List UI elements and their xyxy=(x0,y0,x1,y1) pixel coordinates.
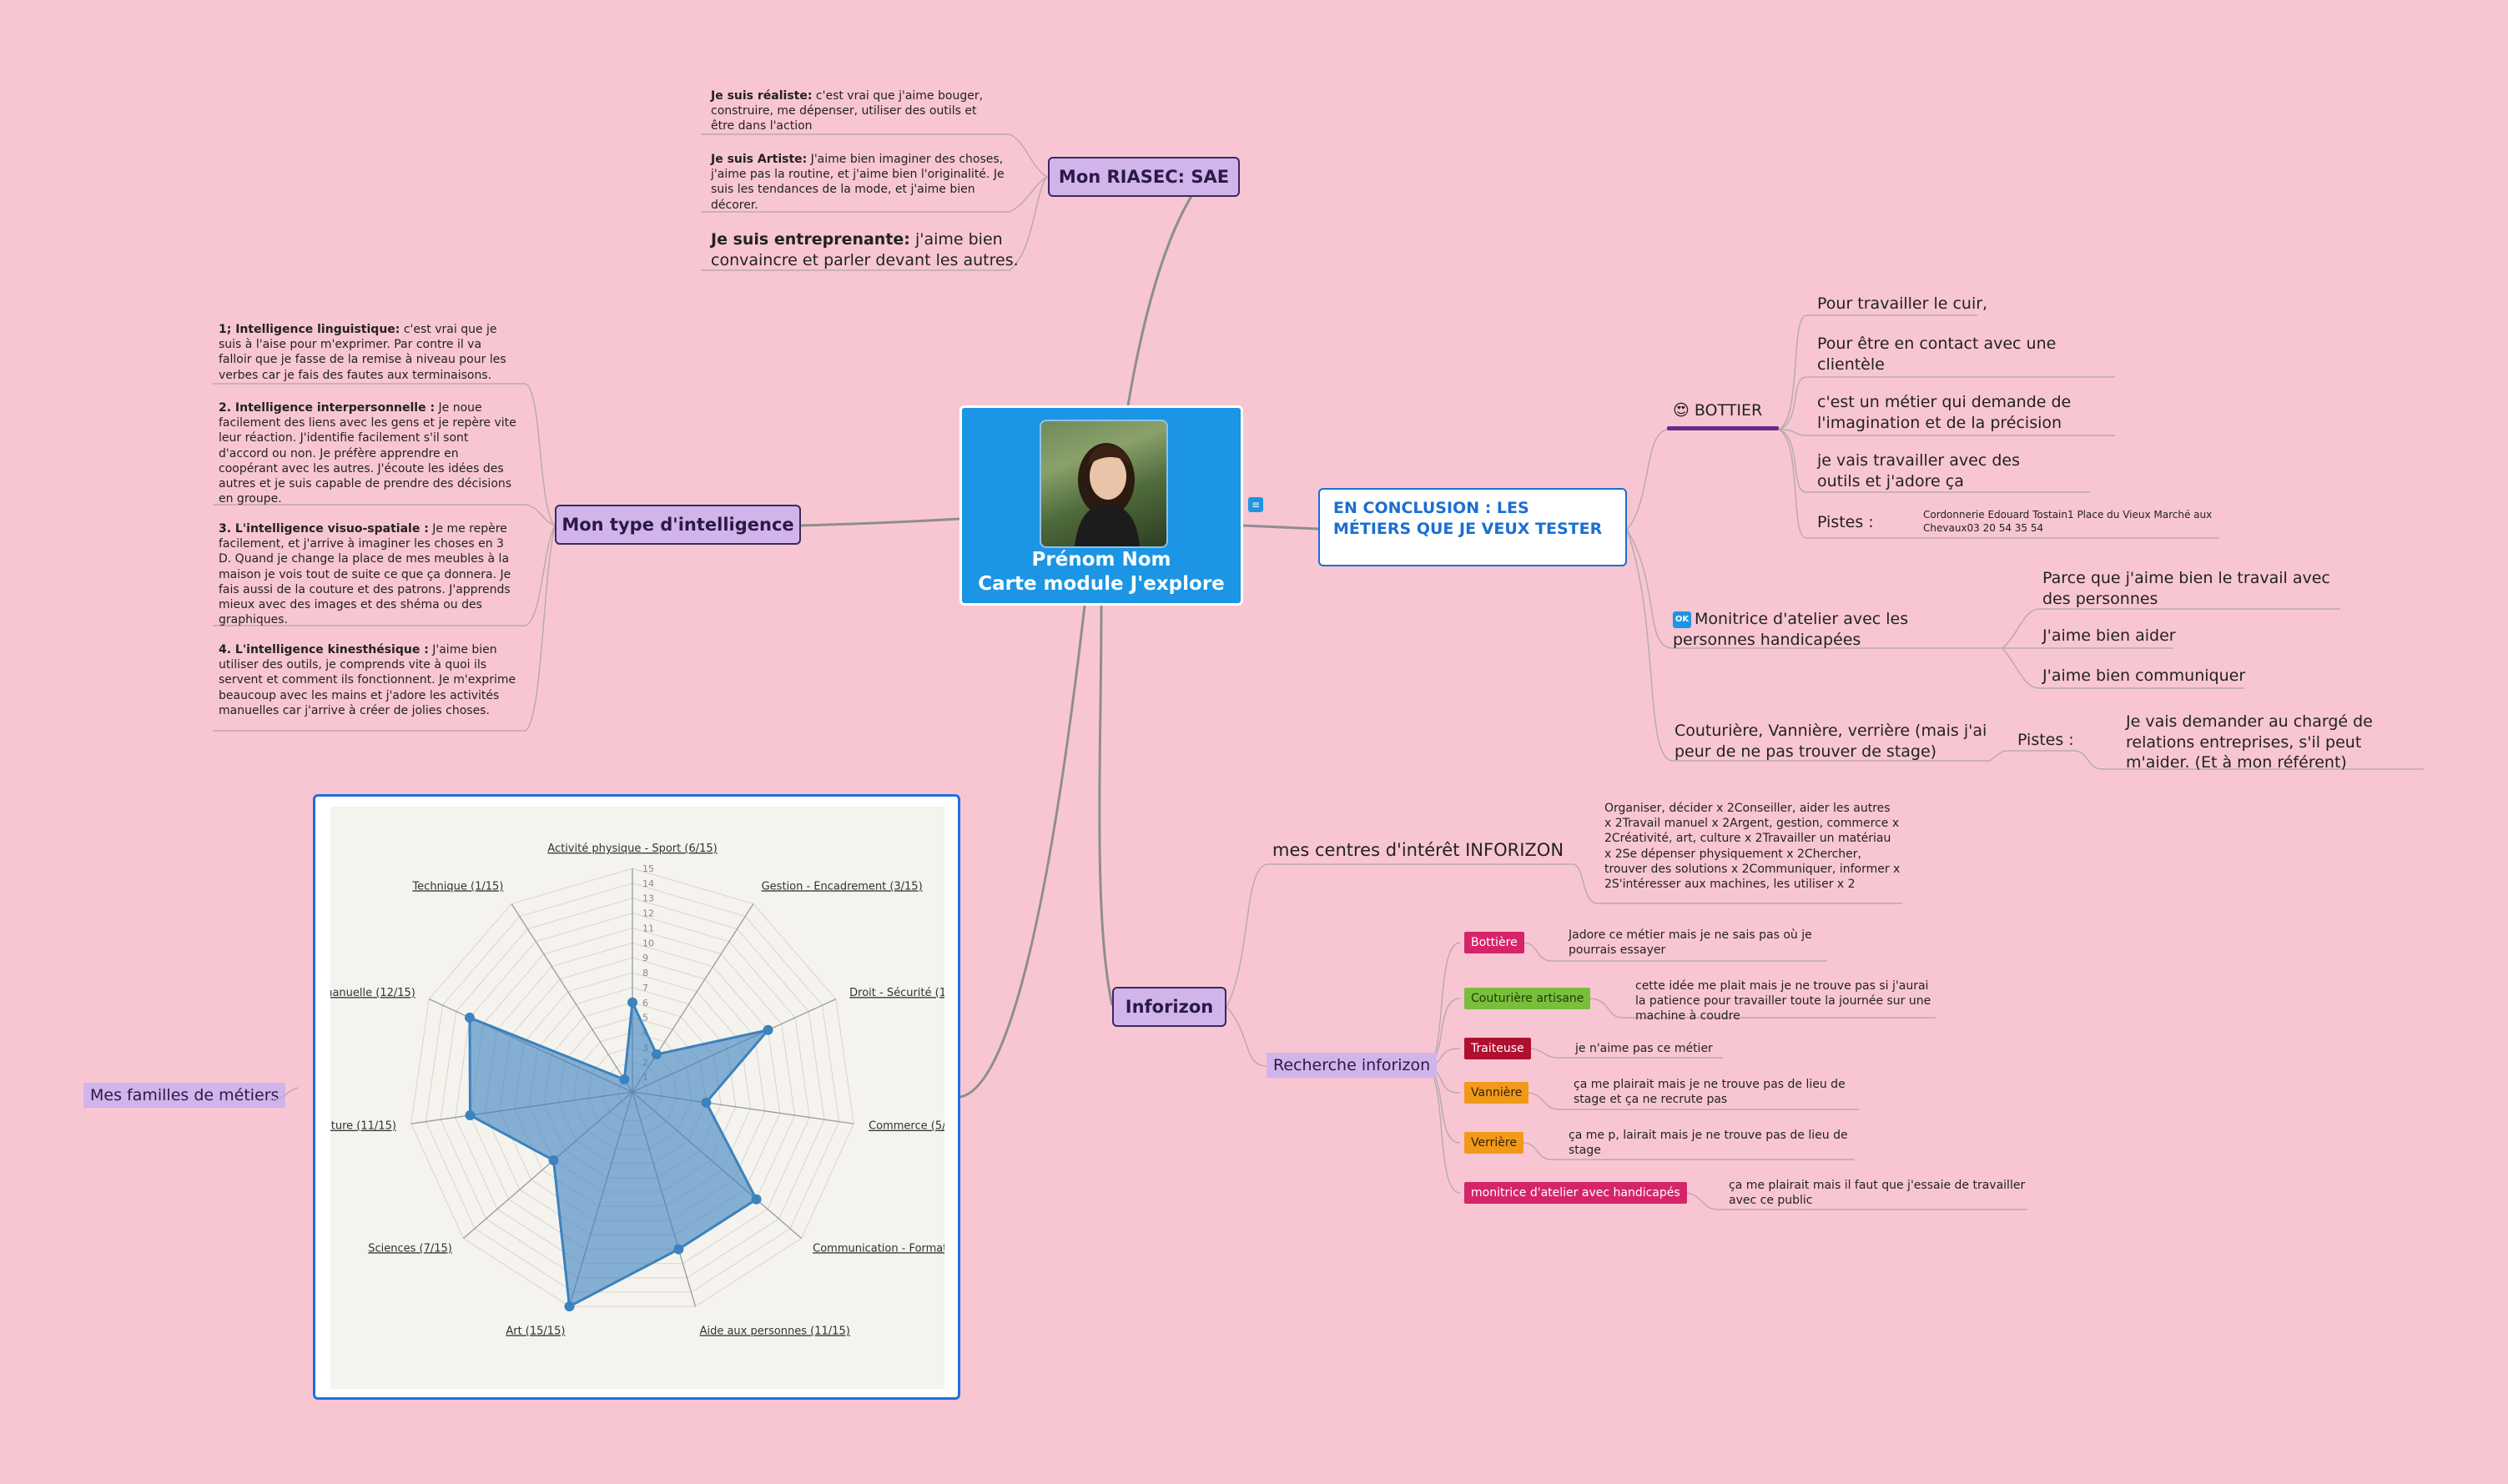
comment-monitrice-atelier: ça me plairait mais il faut que j'essaie… xyxy=(1729,1178,2029,1208)
link-central-familles xyxy=(960,606,1085,1097)
category-label: Communication - Formation (11/15) xyxy=(813,1242,944,1255)
intelligence-item-linguistique: 1; Intelligence linguistique: c'est vrai… xyxy=(219,322,517,383)
category-label: Art (15/15) xyxy=(506,1325,565,1337)
data-point xyxy=(673,1245,683,1255)
bottier-node[interactable]: 😍 BOTTIER xyxy=(1673,400,1762,421)
chart-background: 123456789101112131415Activité physique -… xyxy=(330,807,944,1389)
radial-tick-label: 5 xyxy=(642,1013,648,1024)
radial-tick-label: 11 xyxy=(642,923,654,933)
category-label: Gestion - Encadrement (3/15) xyxy=(762,880,923,893)
heart-eyes-icon: 😍 xyxy=(1673,401,1690,420)
recherche-inforizon-node[interactable]: Recherche inforizon xyxy=(1267,1053,1437,1078)
intelligence-item-visuo-spatiale: 3. L'intelligence visuo-spatiale : Je me… xyxy=(219,521,517,627)
radial-tick-label: 12 xyxy=(642,908,654,919)
link-central-conclusion xyxy=(1243,526,1318,529)
intelligence-item-kinesthesique: 4. L'intelligence kinesthésique : J'aime… xyxy=(219,642,517,718)
series-area xyxy=(470,1003,768,1306)
category-label: Activité physique - Sport (6/15) xyxy=(547,843,717,855)
radial-tick-label: 14 xyxy=(642,878,654,889)
riasec-item-realiste: Je suis réaliste: c'est vrai que j'aime … xyxy=(711,88,999,134)
radial-tick-label: 15 xyxy=(642,863,654,874)
couturiere-node[interactable]: Couturière, Vannière, verrière (mais j'a… xyxy=(1675,721,1987,762)
tag-couturiere-artisane[interactable]: Couturière artisane xyxy=(1464,988,1590,1009)
link-central-inforizon xyxy=(1100,606,1112,1005)
couturiere-pistes-text: Je vais demander au chargé de relations … xyxy=(2126,712,2426,773)
familles-connector xyxy=(273,1081,298,1114)
centres-interet-text: Organiser, décider x 2Conseiller, aider … xyxy=(1604,801,1901,892)
comment-vanniere: ça me plairait mais je ne trouve pas de … xyxy=(1574,1077,1861,1107)
bottier-reason-3: c'est un métier qui demande de l'imagina… xyxy=(1817,392,2084,433)
intelligence-item-interpersonnelle: 2. Intelligence interpersonnelle : Je no… xyxy=(219,400,517,506)
central-node[interactable]: Prénom Nom Carte module J'explore xyxy=(959,405,1243,606)
monitrice-reason-1: Parce que j'aime bien le travail avec de… xyxy=(2042,568,2343,609)
tag-vanniere[interactable]: Vannière xyxy=(1464,1082,1528,1104)
note-icon[interactable]: ≡ xyxy=(1248,497,1263,512)
conclusion-node[interactable]: EN CONCLUSION : LES MÉTIERS QUE JE VEUX … xyxy=(1318,488,1627,566)
bottier-pistes-text: Cordonnerie Edouard Tostain1 Place du Vi… xyxy=(1923,509,2240,535)
chart-frame[interactable]: 123456789101112131415Activité physique -… xyxy=(313,794,960,1400)
mes-familles-node[interactable]: Mes familles de métiers xyxy=(83,1083,285,1108)
monitrice-reason-3: J'aime bien communiquer xyxy=(2042,666,2245,687)
radial-tick-label: 13 xyxy=(642,893,654,904)
data-point xyxy=(619,1074,629,1084)
category-label: Commerce (5/15) xyxy=(869,1120,944,1133)
tag-traiteuse[interactable]: Traiteuse xyxy=(1464,1038,1531,1059)
comment-verriere: ça me p, lairait mais je ne trouve pas d… xyxy=(1569,1128,1856,1158)
riasec-node[interactable]: Mon RIASEC: SAE xyxy=(1048,157,1240,197)
radial-tick-label: 7 xyxy=(642,983,648,994)
comment-bottiere: Jadore ce métier mais je ne sais pas où … xyxy=(1569,928,1831,958)
bottier-reason-4: je vais travailler avec des outils et j'… xyxy=(1817,450,2067,491)
data-point xyxy=(652,1049,662,1059)
couturiere-pistes-label: Pistes : xyxy=(2017,730,2074,751)
radar-chart: 123456789101112131415Activité physique -… xyxy=(330,807,944,1389)
bottier-reason-2: Pour être en contact avec une clientèle xyxy=(1817,334,2084,375)
riasec-item-entreprenante: Je suis entreprenante: j'aime bien conva… xyxy=(711,229,1020,270)
data-point xyxy=(752,1195,762,1205)
data-point xyxy=(763,1025,773,1035)
radial-tick-label: 6 xyxy=(642,998,648,1009)
data-point xyxy=(627,998,637,1008)
tag-monitrice-atelier[interactable]: monitrice d'atelier avec handicapés xyxy=(1464,1182,1687,1204)
category-label: Sciences (7/15) xyxy=(368,1242,452,1255)
bottier-reason-1: Pour travailler le cuir, xyxy=(1817,294,1987,314)
data-point xyxy=(465,1110,475,1120)
radial-tick-label: 10 xyxy=(642,938,654,948)
bottier-pistes-label: Pistes : xyxy=(1817,512,1874,533)
data-point xyxy=(564,1301,574,1311)
monitrice-reason-2: J'aime bien aider xyxy=(2042,626,2176,646)
tag-verriere[interactable]: Verrière xyxy=(1464,1132,1523,1154)
data-point xyxy=(701,1098,711,1108)
link-central-riasec xyxy=(1128,171,1210,405)
data-point xyxy=(465,1013,475,1023)
category-label: Activité manuelle (12/15) xyxy=(330,987,415,999)
radial-tick-label: 9 xyxy=(642,953,648,963)
central-title: Prénom Nom Carte module J'explore xyxy=(962,548,1241,596)
bottier-underline xyxy=(1667,426,1779,430)
ok-badge: OK xyxy=(1673,611,1691,628)
category-label: Nature (11/15) xyxy=(330,1120,396,1133)
centres-interet-node[interactable]: mes centres d'intérêt INFORIZON xyxy=(1272,839,1564,862)
category-label: Technique (1/15) xyxy=(411,880,503,893)
profile-photo xyxy=(1040,420,1168,548)
link-central-intelligence xyxy=(801,519,959,526)
comment-traiteuse: je n'aime pas ce métier xyxy=(1575,1041,1713,1056)
data-point xyxy=(548,1155,558,1165)
category-label: Droit - Sécurité (10/15) xyxy=(849,987,944,999)
inforizon-node[interactable]: Inforizon xyxy=(1112,987,1226,1027)
tag-bottiere[interactable]: Bottière xyxy=(1464,932,1524,953)
comment-couturiere-artisane: cette idée me plait mais je ne trouve pa… xyxy=(1635,978,1936,1024)
intelligence-node[interactable]: Mon type d'intelligence xyxy=(555,505,801,545)
category-label: Aide aux personnes (11/15) xyxy=(700,1325,850,1337)
radial-tick-label: 8 xyxy=(642,968,648,978)
riasec-item-artiste: Je suis Artiste: J'aime bien imaginer de… xyxy=(711,152,1005,213)
